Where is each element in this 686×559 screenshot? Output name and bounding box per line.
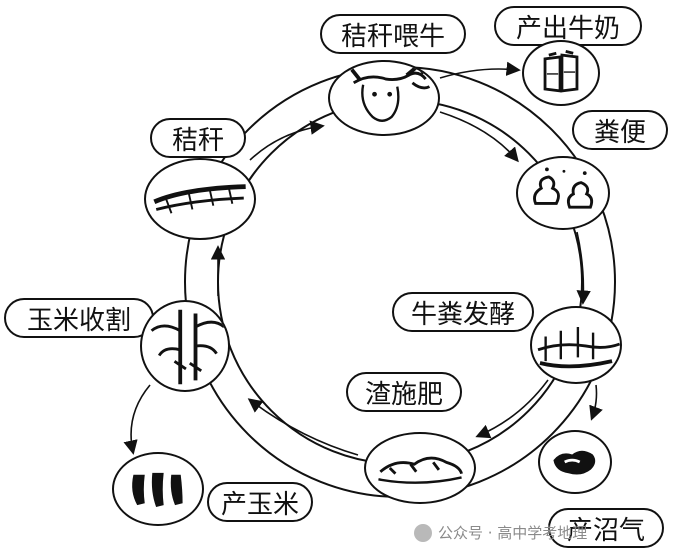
node-straw xyxy=(144,158,256,240)
node-dung xyxy=(516,156,610,230)
watermark: 公众号 · 高中学考地理 xyxy=(414,522,587,543)
arrow-cow-to-dung xyxy=(439,111,519,163)
wechat-icon xyxy=(414,523,432,542)
arrow-cow-to-milk xyxy=(439,61,521,79)
node-biogas xyxy=(538,430,612,494)
node-milk xyxy=(522,40,600,106)
node-corn-harvest xyxy=(140,300,230,392)
field-fertilizer-icon xyxy=(378,456,463,484)
label-corn: 产玉米 xyxy=(207,482,313,522)
fermentation-tank-icon xyxy=(537,326,620,369)
node-residue xyxy=(364,432,476,504)
label-dung: 粪便 xyxy=(572,110,668,150)
cow-head-icon xyxy=(350,63,431,122)
label-straw: 秸秆 xyxy=(150,118,246,158)
straw-bundle-icon xyxy=(153,184,246,214)
milk-bottles-icon xyxy=(543,50,579,93)
biogas-flame-icon xyxy=(553,450,596,475)
label-residue-fertilizer: 渣施肥 xyxy=(346,372,462,412)
label-cow-feeding: 秸秆喂牛 xyxy=(320,14,466,54)
node-cow xyxy=(328,60,440,136)
corn-plant-icon xyxy=(150,309,226,385)
label-milk: 产出牛奶 xyxy=(494,6,642,46)
dung-icon xyxy=(533,167,594,209)
arrow-harvest-to-corn xyxy=(123,384,151,455)
arrow-fermentation-to-residue xyxy=(475,379,549,439)
arrow-dung-to-fermentation xyxy=(576,231,591,305)
watermark-text: 公众号 · 高中学考地理 xyxy=(438,524,588,542)
arrow-residue-to-harvest xyxy=(247,398,359,456)
arrow-fermentation-to-biogas xyxy=(589,384,603,421)
label-corn-harvest: 玉米收割 xyxy=(4,298,154,338)
node-corn xyxy=(112,452,204,526)
label-biogas: 产沼气 xyxy=(548,508,664,548)
arrow-straw-to-cow xyxy=(249,120,325,161)
node-fermentation xyxy=(530,306,622,384)
corn-cobs-icon xyxy=(132,472,183,507)
label-fermentation: 牛粪发酵 xyxy=(392,292,534,332)
